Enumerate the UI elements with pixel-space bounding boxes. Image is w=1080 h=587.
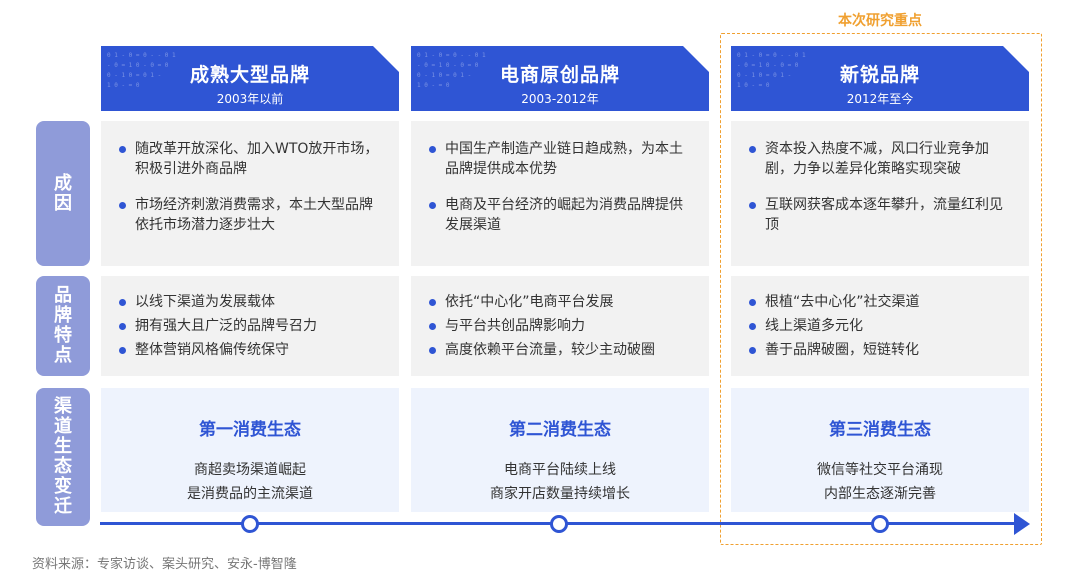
list-item: 拥有强大且广泛的品牌号召力	[115, 316, 385, 336]
svg-text:- 0 = 1 0 - 0 = 0: - 0 = 1 0 - 0 = 0	[107, 62, 169, 69]
digital-pattern-icon: 0 1 - 0 = 0 - - 0 1 - 0 = 1 0 - 0 = 0 0 - …	[737, 50, 827, 92]
column-header-ecommerce-brands: 0 1 - 0 = 0 - - 0 1 - 0 = 1 0 - 0 = 0 0 - …	[411, 46, 709, 111]
column-period: 2003年以前	[216, 92, 284, 106]
focus-label: 本次研究重点	[838, 13, 922, 29]
column-period: 2003-2012年	[521, 92, 599, 106]
source-note: 资料来源：专家访谈、案头研究、安永-博智隆	[32, 557, 297, 572]
svg-text:1 0 - = 0: 1 0 - = 0	[737, 82, 770, 89]
ecosystem-desc: 电商平台陆续上线商家开店数量持续增长	[490, 462, 630, 502]
row-label-features: 品牌特点	[36, 276, 90, 376]
svg-text:1 0 - = 0: 1 0 - = 0	[417, 82, 450, 89]
feature-cell-emerging: 根植“去中心化”社交渠道 线上渠道多元化 善于品牌破圈，短链转化	[731, 276, 1029, 376]
feature-cell-ecommerce: 依托“中心化”电商平台发展 与平台共创品牌影响力 高度依赖平台流量，较少主动破圈	[411, 276, 709, 376]
svg-text:1 0 - = 0: 1 0 - = 0	[107, 82, 140, 89]
column-title: 新锐品牌	[839, 64, 920, 86]
list-item: 市场经济刺激消费需求，本土大型品牌依托市场潜力逐步壮大	[115, 195, 385, 235]
svg-text:0 - 1 0 = 0 1 -: 0 - 1 0 = 0 1 -	[737, 72, 791, 79]
svg-text:- 0 = 1 0 - 0 = 0: - 0 = 1 0 - 0 = 0	[417, 62, 479, 69]
list-item: 以线下渠道为发展载体	[115, 292, 385, 312]
svg-text:0 - 1 0 = 0 1 -: 0 - 1 0 = 0 1 -	[107, 72, 161, 79]
row-label-channels: 渠道生态变迁	[36, 388, 90, 526]
list-item: 高度依赖平台流量，较少主动破圈	[425, 340, 695, 360]
svg-text:0 1 - 0 = 0 - - 0 1: 0 1 - 0 = 0 - - 0 1	[737, 52, 806, 59]
ecosystem-desc: 微信等社交平台涌现内部生态逐渐完善	[817, 462, 943, 502]
timeline-node	[241, 515, 259, 533]
column-title: 成熟大型品牌	[189, 64, 310, 86]
ecosystem-desc: 商超卖场渠道崛起是消费品的主流渠道	[187, 462, 313, 502]
timeline-node	[550, 515, 568, 533]
list-item: 整体营销风格偏传统保守	[115, 340, 385, 360]
list-item: 依托“中心化”电商平台发展	[425, 292, 695, 312]
column-period: 2012年至今	[846, 92, 914, 106]
list-item: 电商及平台经济的崛起为消费品牌提供发展渠道	[425, 195, 695, 235]
cause-cell-emerging: 资本投入热度不减，风口行业竞争加剧，力争以差异化策略实现突破 互联网获客成本逐年…	[731, 121, 1029, 266]
timeline-arrow-icon	[1014, 513, 1030, 535]
list-item: 与平台共创品牌影响力	[425, 316, 695, 336]
column-header-emerging-brands: 0 1 - 0 = 0 - - 0 1 - 0 = 1 0 - 0 = 0 0 - …	[731, 46, 1029, 111]
svg-text:- 0 = 1 0 - 0 = 0: - 0 = 1 0 - 0 = 0	[737, 62, 799, 69]
focus-highlight-box	[720, 33, 1042, 545]
ecosystem-cell-third: 第三消费生态 微信等社交平台涌现内部生态逐渐完善	[731, 388, 1029, 512]
list-item: 根植“去中心化”社交渠道	[745, 292, 1015, 312]
svg-text:0 1 - 0 = 0 - - 0 1: 0 1 - 0 = 0 - - 0 1	[417, 52, 486, 59]
list-item: 互联网获客成本逐年攀升，流量红利见顶	[745, 195, 1015, 235]
ecosystem-cell-first: 第一消费生态 商超卖场渠道崛起是消费品的主流渠道	[101, 388, 399, 512]
ecosystem-title: 第二消费生态	[509, 420, 611, 440]
column-header-mature-brands: 0 1 - 0 = 0 - - 0 1 - 0 = 1 0 - 0 = 0 0 - …	[101, 46, 399, 111]
ecosystem-title: 第一消费生态	[199, 420, 301, 440]
svg-text:0 1 - 0 = 0 - - 0 1: 0 1 - 0 = 0 - - 0 1	[107, 52, 176, 59]
cause-cell-ecommerce: 中国生产制造产业链日趋成熟，为本土品牌提供成本优势 电商及平台经济的崛起为消费品…	[411, 121, 709, 266]
cause-cell-mature: 随改革开放深化、加入WTO放开市场，积极引进外商品牌 市场经济刺激消费需求，本土…	[101, 121, 399, 266]
list-item: 中国生产制造产业链日趋成熟，为本土品牌提供成本优势	[425, 139, 695, 179]
svg-text:0 - 1 0 = 0 1 -: 0 - 1 0 = 0 1 -	[417, 72, 471, 79]
column-title: 电商原创品牌	[499, 64, 620, 86]
timeline-node	[871, 515, 889, 533]
list-item: 线上渠道多元化	[745, 316, 1015, 336]
ecosystem-cell-second: 第二消费生态 电商平台陆续上线商家开店数量持续增长	[411, 388, 709, 512]
row-label-causes: 成因	[36, 121, 90, 266]
list-item: 善于品牌破圈，短链转化	[745, 340, 1015, 360]
feature-cell-mature: 以线下渠道为发展载体 拥有强大且广泛的品牌号召力 整体营销风格偏传统保守	[101, 276, 399, 376]
ecosystem-title: 第三消费生态	[829, 420, 931, 440]
list-item: 资本投入热度不减，风口行业竞争加剧，力争以差异化策略实现突破	[745, 139, 1015, 179]
digital-pattern-icon: 0 1 - 0 = 0 - - 0 1 - 0 = 1 0 - 0 = 0 0 - …	[107, 50, 197, 92]
digital-pattern-icon: 0 1 - 0 = 0 - - 0 1 - 0 = 1 0 - 0 = 0 0 - …	[417, 50, 507, 92]
list-item: 随改革开放深化、加入WTO放开市场，积极引进外商品牌	[115, 139, 385, 179]
